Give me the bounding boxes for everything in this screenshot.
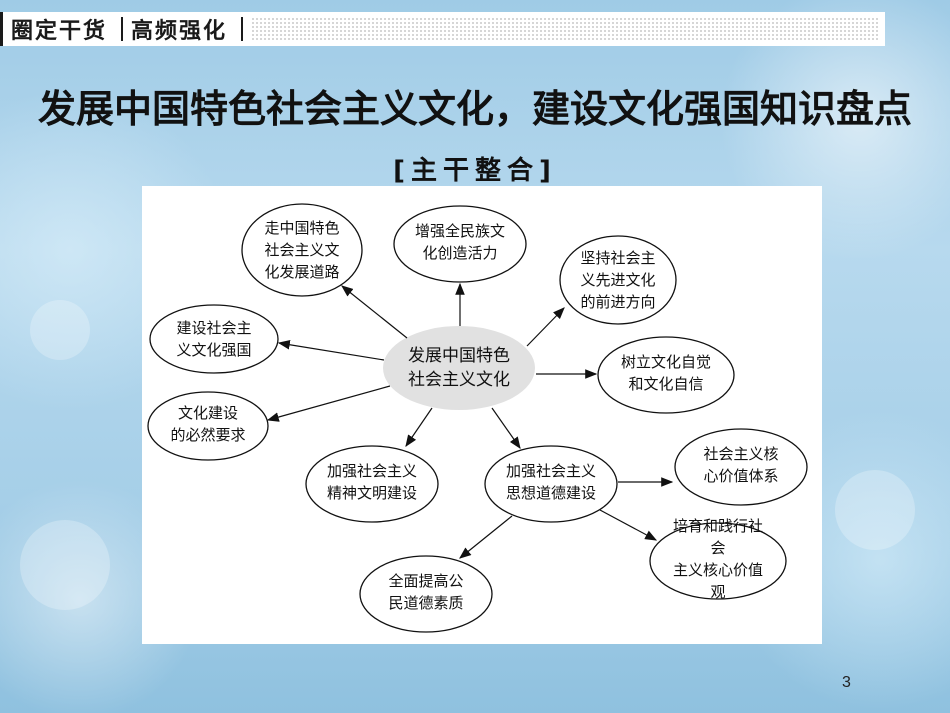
node-core-values-label: 培育和践行社会 主义核心价值观 bbox=[672, 517, 763, 601]
node-spiritual-label: 加强社会主义 精神文明建设 bbox=[326, 462, 418, 502]
node-activity-shape bbox=[393, 205, 527, 283]
arrow-to-quality bbox=[459, 515, 513, 559]
node-quality-shape bbox=[359, 555, 493, 633]
node-core-system-label: 社会主义核 心价值体系 bbox=[703, 445, 779, 485]
background-bokeh bbox=[835, 470, 915, 550]
background-bokeh bbox=[20, 520, 110, 610]
node-power-label: 建设社会主 义文化强国 bbox=[176, 319, 252, 359]
node-quality-label: 全面提高公 民道德素质 bbox=[388, 572, 464, 612]
node-core-system-shape bbox=[674, 428, 808, 506]
node-power-shape bbox=[149, 304, 279, 374]
node-confidence-shape bbox=[597, 336, 735, 414]
node-road-label: 走中国特色 社会主义文 化发展道路 bbox=[264, 219, 340, 281]
concept-map: 发展中国特色 社会主义文化 走中国特色 社会主义文 化发展道路 增强全民族文 化… bbox=[142, 186, 822, 644]
arrow-to-moral bbox=[491, 407, 521, 449]
page-title: 发展中国特色社会主义文化，建设文化强国知识盘点 bbox=[37, 87, 912, 131]
background-bokeh bbox=[30, 300, 90, 360]
node-moral-shape bbox=[484, 445, 618, 523]
header-separator bbox=[121, 17, 124, 41]
header-dot-pattern bbox=[251, 17, 879, 41]
node-requirement-shape bbox=[147, 391, 269, 461]
header-separator bbox=[241, 17, 244, 41]
node-core-values-shape bbox=[649, 522, 787, 600]
arrow-to-spiritual bbox=[405, 407, 433, 447]
section-tag-left: 圈定干货 bbox=[0, 12, 117, 46]
center-node-shape bbox=[383, 326, 535, 410]
arrow-to-requirement bbox=[266, 385, 391, 422]
section-subtitle: [主干整合] bbox=[393, 156, 557, 186]
node-moral-label: 加强社会主义 思想道德建设 bbox=[505, 462, 597, 502]
page-number: 3 bbox=[842, 674, 851, 691]
arrow-to-power bbox=[277, 339, 385, 361]
arrow-to-direction bbox=[526, 307, 565, 347]
node-direction-shape bbox=[559, 235, 677, 325]
node-direction-label: 坚持社会主 义先进文化 的前进方向 bbox=[580, 249, 656, 311]
node-spiritual-shape bbox=[305, 445, 439, 523]
concept-map-graphics bbox=[147, 203, 808, 633]
node-road-shape bbox=[241, 203, 363, 297]
section-header-bar: 圈定干货 高频强化 bbox=[0, 12, 885, 46]
arrow-to-core-values bbox=[599, 509, 658, 541]
node-confidence-label: 树立文化自觉 和文化自信 bbox=[620, 353, 712, 393]
section-tag-right: 高频强化 bbox=[131, 19, 228, 44]
arrow-to-road bbox=[341, 285, 408, 339]
node-requirement-label: 文化建设 的必然要求 bbox=[170, 404, 246, 444]
center-node-label: 发展中国特色 社会主义文化 bbox=[408, 346, 510, 390]
node-activity-label: 增强全民族文 化创造活力 bbox=[414, 222, 506, 262]
